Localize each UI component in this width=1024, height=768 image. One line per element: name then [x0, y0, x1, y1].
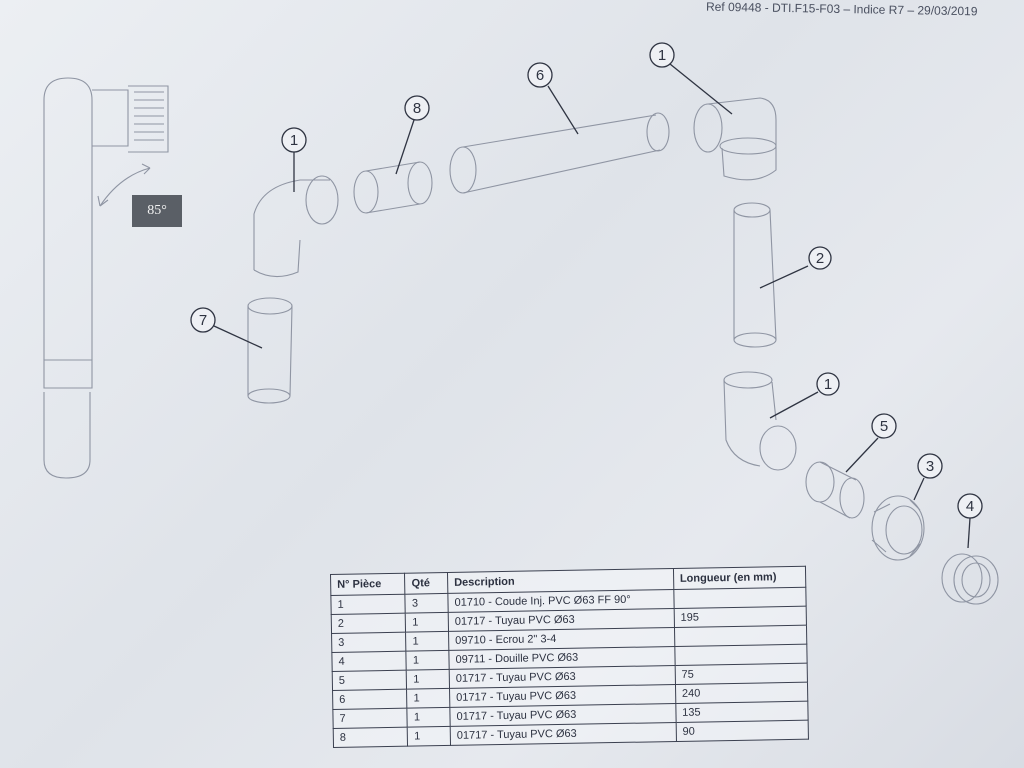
- svg-text:1: 1: [824, 376, 832, 393]
- svg-text:6: 6: [536, 67, 544, 84]
- cell-piece: 4: [331, 651, 407, 672]
- leader-lines: [213, 63, 971, 549]
- cell-piece: 5: [332, 670, 407, 691]
- cell-qty: 3: [405, 593, 449, 614]
- parts-table: N° Pièce Qté Description Longueur (en mm…: [330, 565, 809, 748]
- cell-length: 135: [675, 701, 809, 723]
- part-socket-4: [941, 553, 999, 605]
- cell-length: 75: [674, 663, 808, 685]
- cell-qty: 1: [405, 612, 449, 633]
- header-length: Longueur (en mm): [673, 566, 806, 590]
- cell-qty: 1: [406, 669, 450, 690]
- header-piece: N° Pièce: [330, 573, 406, 596]
- cell-piece: 1: [330, 594, 406, 615]
- cell-piece: 7: [332, 708, 408, 729]
- callout-5: 5: [871, 413, 897, 439]
- cell-length: [673, 587, 807, 609]
- callout-8: 8: [404, 95, 430, 121]
- part-pipe-2: [733, 202, 777, 348]
- cell-qty: 1: [407, 726, 451, 747]
- cell-description: 01717 - Tuyau PVC Ø63: [450, 722, 677, 746]
- callout-1c: 1: [816, 372, 840, 396]
- svg-text:8: 8: [413, 100, 421, 117]
- cell-piece: 6: [332, 689, 408, 710]
- svg-text:3: 3: [926, 458, 934, 475]
- cell-length: 240: [675, 682, 808, 704]
- svg-text:7: 7: [199, 312, 207, 329]
- angle-label: 85°: [132, 195, 182, 227]
- cell-piece: 3: [331, 632, 407, 653]
- callout-7: 7: [190, 307, 216, 333]
- callout-1b: 1: [649, 42, 675, 68]
- cell-piece: 2: [331, 613, 406, 634]
- part-elbow-1a: [253, 175, 339, 278]
- cell-length: [674, 625, 807, 647]
- cell-piece: 8: [333, 727, 408, 748]
- part-pipe-6: [449, 112, 670, 194]
- svg-text:2: 2: [816, 250, 824, 267]
- cell-length: 90: [675, 720, 809, 742]
- part-elbow-1b: [693, 97, 777, 181]
- cell-qty: 1: [405, 631, 449, 652]
- callout-6: 6: [527, 62, 553, 88]
- svg-text:1: 1: [290, 132, 298, 149]
- cell-qty: 1: [406, 650, 450, 671]
- callout-2: 2: [808, 246, 832, 270]
- cell-length: 195: [673, 606, 807, 628]
- assembled-view: [43, 77, 169, 479]
- part-pipe-7: [247, 297, 293, 404]
- cell-qty: 1: [406, 688, 450, 709]
- part-nut-3: [871, 495, 925, 561]
- cell-length: [674, 644, 808, 666]
- callout-4: 4: [957, 493, 983, 519]
- svg-text:5: 5: [880, 418, 888, 435]
- part-pipe-8: [353, 161, 433, 214]
- header-qty: Qté: [404, 572, 448, 595]
- svg-text:4: 4: [966, 498, 974, 515]
- part-pipe-5: [805, 461, 865, 519]
- cell-qty: 1: [407, 707, 451, 728]
- svg-text:1: 1: [658, 47, 666, 64]
- callout-3: 3: [917, 453, 943, 479]
- part-elbow-1c: [723, 371, 797, 471]
- callout-1a: 1: [281, 127, 307, 153]
